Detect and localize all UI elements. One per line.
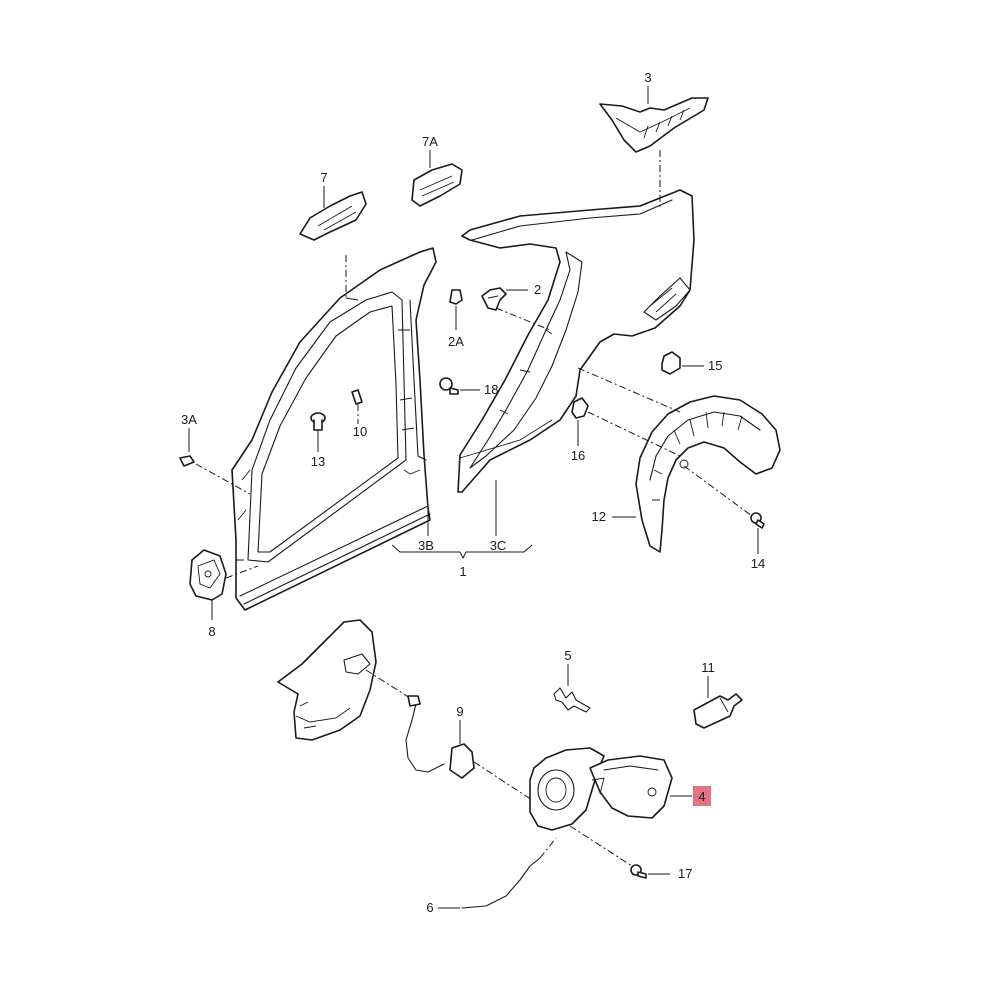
part-14-screw xyxy=(750,512,765,529)
label-3a: 3A xyxy=(181,412,197,427)
part-2-bracket xyxy=(481,287,507,311)
label-7: 7 xyxy=(320,170,327,185)
part-11-tube xyxy=(693,693,743,729)
part-3-rear-inner-panel xyxy=(599,97,709,153)
side-panel-front xyxy=(231,247,437,611)
label-15: 15 xyxy=(708,358,722,373)
label-7a: 7A xyxy=(422,134,438,149)
inner-panel-section xyxy=(277,619,377,741)
part-7-bracket xyxy=(299,191,367,241)
part-12-wheel-arch-liner xyxy=(635,395,781,553)
label-3: 3 xyxy=(644,70,651,85)
label-2a: 2A xyxy=(448,334,464,349)
part-4-fuel-filler-flap xyxy=(529,747,673,831)
label-11: 11 xyxy=(701,660,715,675)
label-3c: 3C xyxy=(490,538,507,553)
part-8-bracket xyxy=(189,549,227,601)
label-5: 5 xyxy=(564,648,571,663)
label-16: 16 xyxy=(571,448,585,463)
part-6-drain-hose xyxy=(461,857,541,909)
label-13: 13 xyxy=(311,454,325,469)
part-15-clip xyxy=(661,351,681,375)
label-4: 4 xyxy=(698,789,705,804)
part-3a-clip xyxy=(179,455,195,467)
label-1: 1 xyxy=(459,564,466,579)
part-17-screw xyxy=(630,864,647,879)
part-2a-clip xyxy=(449,289,463,305)
label-18: 18 xyxy=(484,382,498,397)
callout-labels: 3 7A 7 2 2A 18 15 3A 10 13 16 12 3B 3C 1… xyxy=(181,70,765,915)
part-7a-bracket xyxy=(411,163,463,207)
part-9-actuator xyxy=(405,695,475,779)
label-3b: 3B xyxy=(418,538,434,553)
label-12: 12 xyxy=(592,509,606,524)
label-8: 8 xyxy=(208,624,215,639)
label-14: 14 xyxy=(751,556,765,571)
label-9: 9 xyxy=(456,704,463,719)
part-5-spring xyxy=(553,687,591,713)
label-2: 2 xyxy=(534,282,541,297)
part-18-bolt xyxy=(439,377,459,395)
part-16-clip xyxy=(571,397,589,419)
label-10: 10 xyxy=(353,424,367,439)
label-bracket-1 xyxy=(391,480,533,560)
label-6: 6 xyxy=(426,900,433,915)
part-10-pin xyxy=(351,389,363,405)
label-17: 17 xyxy=(678,866,692,881)
highlight-box-4 xyxy=(693,786,711,806)
